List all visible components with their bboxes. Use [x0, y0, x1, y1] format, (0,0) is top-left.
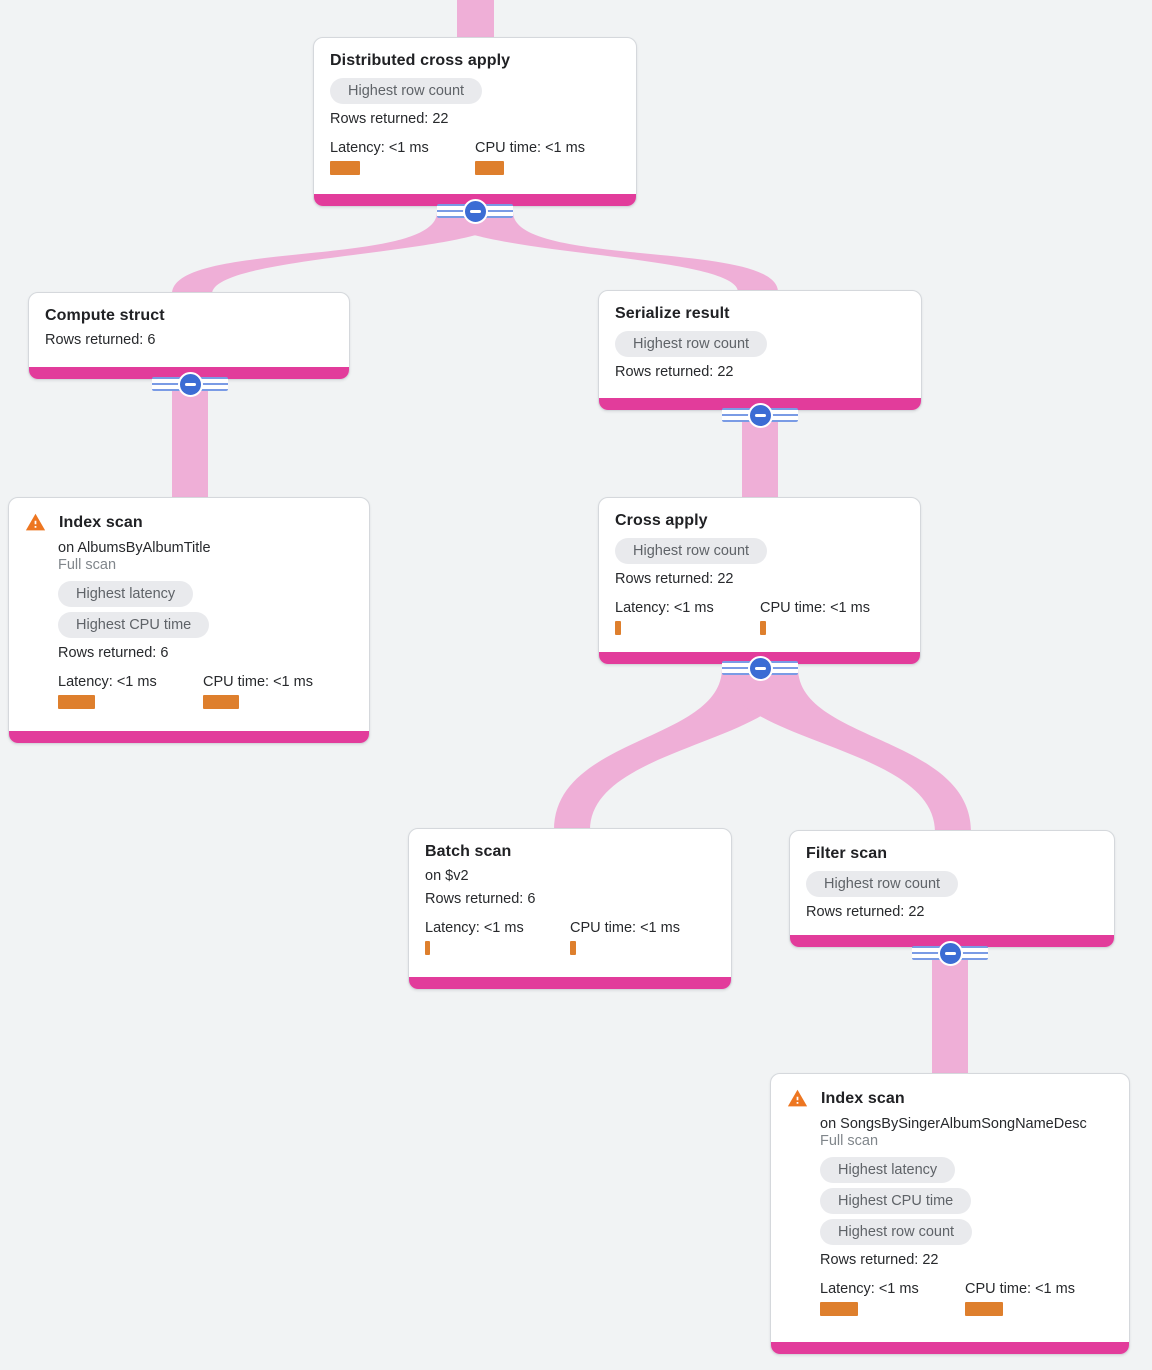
cpu-time-metric: CPU time: <1 ms — [965, 1281, 1113, 1316]
collapse-button-cross-apply[interactable] — [722, 655, 798, 681]
flow-link-root-entry — [457, 0, 494, 40]
scan-type: Full scan — [58, 557, 117, 573]
scan-target: on AlbumsByAlbumTitle — [58, 540, 211, 556]
flow-link-serialize-to-cross-apply — [742, 408, 778, 500]
latency-label: Latency: <1 ms — [615, 600, 714, 616]
node-title: Batch scan — [425, 843, 512, 860]
node-title: Compute struct — [45, 307, 165, 324]
badge-highest-row-count: Highest row count — [330, 78, 483, 104]
node-title: Filter scan — [806, 845, 888, 862]
plan-node-index-scan-songs[interactable]: Index scan on SongsBySingerAlbumSongName… — [770, 1073, 1130, 1355]
badge-highest-latency: Highest latency — [820, 1157, 956, 1183]
latency-label: Latency: <1 ms — [820, 1281, 919, 1297]
flow-link-to-serialize-result — [437, 212, 778, 292]
latency-label: Latency: <1 ms — [330, 140, 429, 156]
node-body: Batch scan on $v2 Rows returned: 6 Laten… — [409, 829, 731, 977]
cpu-time-label: CPU time: <1 ms — [760, 600, 870, 616]
rows-returned: Rows returned: 22 — [615, 364, 734, 380]
cpu-time-metric: CPU time: <1 ms — [760, 600, 904, 635]
cpu-time-label: CPU time: <1 ms — [475, 140, 585, 156]
rows-returned: Rows returned: 22 — [330, 111, 449, 127]
node-body: Serialize result Highest row count Rows … — [599, 291, 921, 398]
cpu-time-bar — [760, 621, 766, 635]
latency-bar — [330, 161, 360, 175]
minus-icon — [747, 655, 773, 681]
plan-node-compute-struct[interactable]: Compute struct Rows returned: 6 — [28, 292, 350, 380]
scan-type: Full scan — [820, 1133, 879, 1149]
warning-triangle-icon — [787, 1088, 808, 1109]
rows-returned: Rows returned: 6 — [425, 891, 536, 907]
minus-icon — [462, 198, 488, 224]
minus-icon — [937, 940, 963, 966]
plan-node-filter-scan[interactable]: Filter scan Highest row count Rows retur… — [789, 830, 1115, 948]
cpu-time-bar — [965, 1302, 1003, 1316]
latency-metric: Latency: <1 ms — [425, 920, 570, 955]
cpu-time-bar — [570, 941, 576, 955]
latency-bar — [615, 621, 621, 635]
latency-metric: Latency: <1 ms — [615, 600, 760, 635]
rows-returned: Rows returned: 22 — [820, 1252, 939, 1268]
collapse-button-distributed-cross-apply[interactable] — [437, 198, 513, 224]
cpu-time-bar — [475, 161, 504, 175]
badge-highest-cpu-time: Highest CPU time — [820, 1188, 972, 1214]
node-footer-bar — [771, 1342, 1129, 1354]
node-body: Compute struct Rows returned: 6 — [29, 293, 349, 367]
badge-highest-cpu-time: Highest CPU time — [58, 612, 210, 638]
scan-target: on SongsBySingerAlbumSongNameDesc — [820, 1116, 1087, 1132]
node-title: Index scan — [821, 1089, 905, 1107]
cpu-time-label: CPU time: <1 ms — [570, 920, 680, 936]
plan-node-distributed-cross-apply[interactable]: Distributed cross apply Highest row coun… — [313, 37, 637, 207]
node-title: Distributed cross apply — [330, 52, 511, 69]
node-footer-bar — [9, 731, 369, 743]
cpu-time-label: CPU time: <1 ms — [965, 1281, 1075, 1297]
latency-label: Latency: <1 ms — [58, 674, 157, 690]
plan-node-cross-apply[interactable]: Cross apply Highest row count Rows retur… — [598, 497, 921, 665]
latency-metric: Latency: <1 ms — [820, 1281, 965, 1316]
plan-node-serialize-result[interactable]: Serialize result Highest row count Rows … — [598, 290, 922, 411]
flow-link-to-batch-scan — [554, 668, 798, 830]
warning-triangle-icon — [25, 512, 46, 533]
cpu-time-metric: CPU time: <1 ms — [203, 674, 353, 709]
badge-highest-row-count: Highest row count — [820, 1219, 973, 1245]
latency-bar — [820, 1302, 858, 1316]
collapse-button-filter-scan[interactable] — [912, 940, 988, 966]
rows-returned: Rows returned: 22 — [806, 904, 925, 920]
flow-link-compute-to-index-scan — [172, 378, 208, 500]
latency-bar — [58, 695, 95, 709]
node-body: Filter scan Highest row count Rows retur… — [790, 831, 1114, 935]
badge-highest-row-count: Highest row count — [615, 538, 768, 564]
cpu-time-metric: CPU time: <1 ms — [570, 920, 715, 955]
flow-link-filter-to-index-scan — [932, 946, 968, 1076]
plan-node-batch-scan[interactable]: Batch scan on $v2 Rows returned: 6 Laten… — [408, 828, 732, 990]
badge-highest-row-count: Highest row count — [615, 331, 768, 357]
cpu-time-metric: CPU time: <1 ms — [475, 140, 620, 175]
cpu-time-bar — [203, 695, 239, 709]
node-body: Index scan on SongsBySingerAlbumSongName… — [771, 1074, 1129, 1342]
latency-metric: Latency: <1 ms — [330, 140, 475, 175]
flow-link-to-filter-scan — [722, 668, 971, 832]
minus-icon — [177, 371, 203, 397]
cpu-time-label: CPU time: <1 ms — [203, 674, 313, 690]
collapse-button-serialize-result[interactable] — [722, 402, 798, 428]
minus-icon — [747, 402, 773, 428]
node-title: Cross apply — [615, 512, 708, 529]
node-title: Serialize result — [615, 305, 730, 322]
node-body: Distributed cross apply Highest row coun… — [314, 38, 636, 194]
collapse-button-compute-struct[interactable] — [152, 371, 228, 397]
plan-node-index-scan-albums[interactable]: Index scan on AlbumsByAlbumTitle Full sc… — [8, 497, 370, 744]
node-body: Cross apply Highest row count Rows retur… — [599, 498, 920, 652]
flow-link-to-compute-struct — [172, 212, 513, 294]
rows-returned: Rows returned: 6 — [58, 645, 169, 661]
node-footer-bar — [409, 977, 731, 989]
badge-highest-latency: Highest latency — [58, 581, 194, 607]
scan-target: on $v2 — [425, 868, 469, 884]
badge-highest-row-count: Highest row count — [806, 871, 959, 897]
node-body: Index scan on AlbumsByAlbumTitle Full sc… — [9, 498, 369, 731]
latency-metric: Latency: <1 ms — [58, 674, 203, 709]
node-title: Index scan — [59, 513, 143, 531]
latency-label: Latency: <1 ms — [425, 920, 524, 936]
rows-returned: Rows returned: 6 — [45, 332, 156, 348]
rows-returned: Rows returned: 22 — [615, 571, 734, 587]
latency-bar — [425, 941, 430, 955]
